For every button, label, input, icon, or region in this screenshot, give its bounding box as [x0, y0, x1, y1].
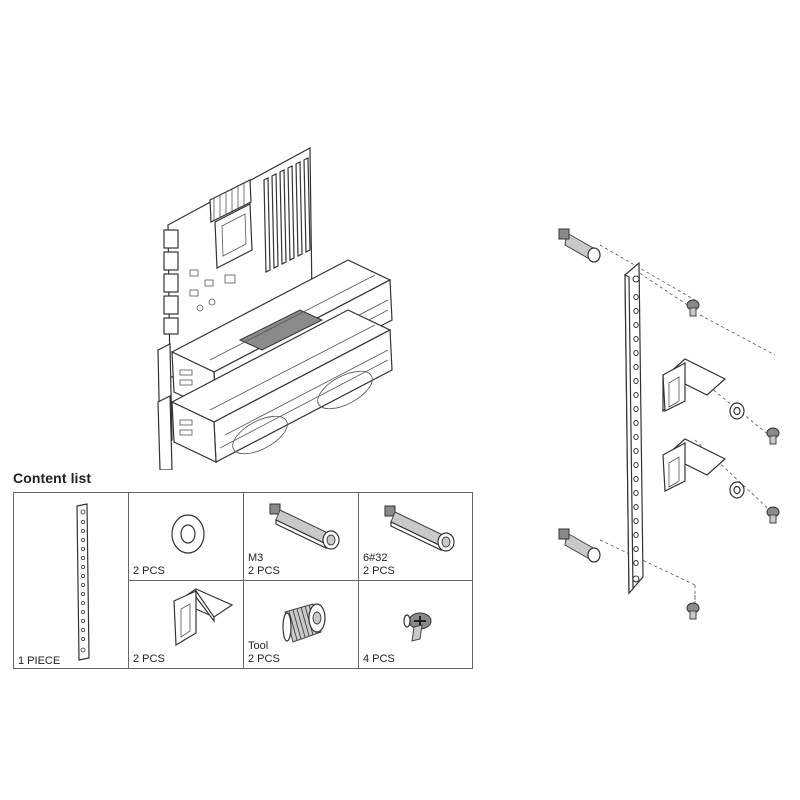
6-32-qty-label: 2 PCS — [363, 565, 395, 577]
screw-icon — [398, 609, 434, 643]
content-list-table: 1 PIECE 2 PCS M3 2 PCS 6#32 2 PCS — [13, 492, 473, 669]
tool-qty-label: 2 PCS — [248, 653, 280, 665]
tool-spec-label: Tool — [248, 640, 269, 652]
bracket-qty-label: 1 PIECE — [18, 655, 61, 667]
washer-icon — [168, 512, 208, 556]
screw-qty-label: 4 PCS — [363, 653, 395, 665]
washer-qty-label: 2 PCS — [133, 565, 165, 577]
m3-spec-label: M3 — [248, 552, 264, 564]
content-list-title: Content list — [13, 470, 92, 486]
tool-icon — [281, 602, 329, 652]
m3-qty-label: 2 PCS — [248, 565, 280, 577]
exploded-assembly-illustration — [545, 215, 795, 635]
bracket-icon — [73, 502, 93, 662]
6-32-spec-label: 6#32 — [363, 552, 388, 564]
support-clip-icon — [156, 587, 236, 649]
6-32-standoff-icon — [383, 504, 468, 554]
clip-qty-label: 2 PCS — [133, 653, 165, 665]
m3-standoff-icon — [268, 502, 353, 552]
motherboard-gpu-illustration — [150, 140, 410, 470]
